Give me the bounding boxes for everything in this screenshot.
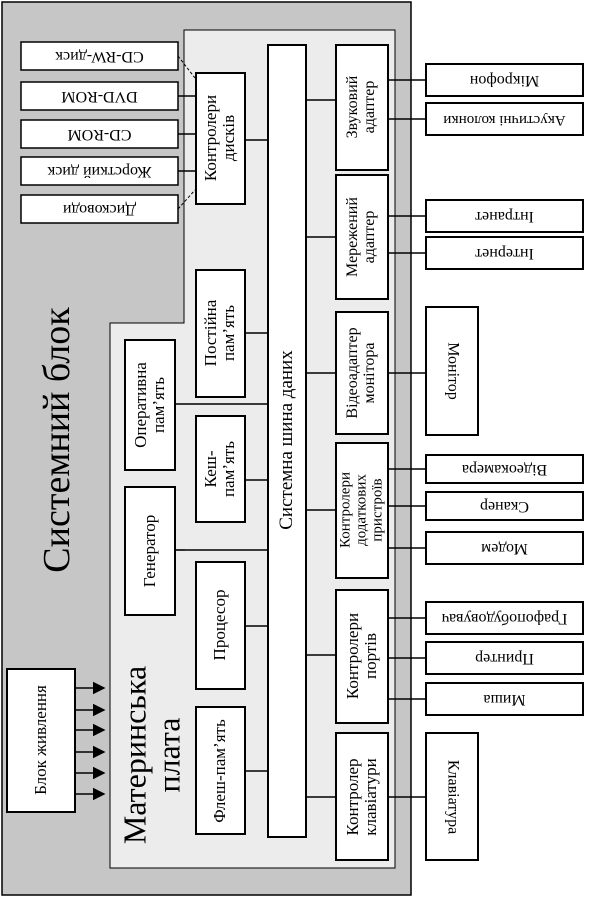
camera-label: Відеокамера xyxy=(461,461,548,479)
modem-box xyxy=(425,531,584,565)
drive-cdrw-label: CD-RW-диск xyxy=(55,48,144,66)
system-unit-label: Системний блок xyxy=(36,307,79,573)
keyboard-controller-box xyxy=(335,732,389,861)
cache-label: Кеш-пам’ять xyxy=(201,440,238,498)
network-adapter-box xyxy=(335,174,389,300)
disk-controllers-label: Контролери дисків xyxy=(201,94,238,182)
sound-adapter-label: Звуковий адаптер xyxy=(344,75,378,139)
video-adapter-label: Відеоадаптер монітора xyxy=(344,327,378,419)
monitor-box xyxy=(425,306,479,436)
keyboard-box xyxy=(425,732,479,861)
drive-dvd-label: DVD-ROM xyxy=(61,88,138,106)
flash-box xyxy=(195,706,246,835)
drive-cdrw-box xyxy=(20,41,179,71)
drive-connectors xyxy=(177,55,196,210)
microphone-label: Мікрофон xyxy=(469,72,540,90)
internet-box xyxy=(425,236,584,270)
mouse-box xyxy=(425,682,584,716)
rom-box xyxy=(195,269,246,398)
flash-label: Флеш-пам’ять xyxy=(210,719,230,823)
motherboard-label: Материнська плата xyxy=(116,665,186,845)
ram-box xyxy=(124,339,176,471)
scanner-label: Сканер xyxy=(480,498,529,516)
network-adapter-label: Мережений адаптер xyxy=(344,197,378,277)
device-connectors xyxy=(388,79,426,798)
intranet-box xyxy=(425,199,584,233)
cpu-label: Процесор xyxy=(210,589,230,661)
generator-box xyxy=(124,486,176,616)
speakers-label: Акустичні колонки xyxy=(443,111,566,128)
keyboard-label: Клавіатура xyxy=(444,759,462,835)
sound-adapter-box xyxy=(335,44,389,171)
rom-label: Постійна пам’ять xyxy=(201,299,238,367)
cpu-box xyxy=(195,561,246,690)
power-supply-label: Блок живлення xyxy=(31,685,51,795)
ram-label: Оперативна пам’ять xyxy=(131,362,168,448)
ports-controllers-label: Контролери портів xyxy=(343,612,380,700)
intranet-label: Інтранет xyxy=(475,208,534,226)
speakers-box xyxy=(425,102,584,136)
printer-box xyxy=(425,641,584,675)
printer-label: Принтер xyxy=(475,650,534,668)
extra-controllers-box xyxy=(335,442,389,579)
power-arrows xyxy=(75,681,106,801)
extra-controllers-label: Контролери додаткових пристроїв xyxy=(337,472,385,548)
system-bus-box xyxy=(267,44,307,838)
video-adapter-box xyxy=(335,311,389,435)
keyboard-controller-label: Контролер клавіатури xyxy=(343,758,380,836)
drive-hdd-label: Жорсткий диск xyxy=(47,163,152,181)
monitor-label: Монітор xyxy=(444,342,462,400)
generator-label: Генератор xyxy=(140,514,160,588)
drive-cdrom-box xyxy=(20,119,179,149)
bus-to-controller-connectors xyxy=(306,99,336,798)
left-connectors xyxy=(175,332,268,772)
motherboard-area xyxy=(109,29,396,869)
ports-controllers-box xyxy=(335,589,389,724)
internet-label: Інтернет xyxy=(475,245,534,263)
plotter-label: Графопобудовувач xyxy=(441,610,568,628)
disk-controllers-box xyxy=(195,72,246,205)
plotter-box xyxy=(425,601,584,635)
modem-label: Модем xyxy=(481,540,528,558)
bus-label: Системна шина даних xyxy=(276,350,298,530)
power-supply-box xyxy=(6,668,76,813)
drive-cdrom-label: CD-ROM xyxy=(67,126,132,144)
cache-box xyxy=(195,415,246,523)
mouse-label: Миша xyxy=(483,691,526,709)
microphone-box xyxy=(425,63,584,97)
drive-floppy-label: Дисководи xyxy=(62,201,137,219)
